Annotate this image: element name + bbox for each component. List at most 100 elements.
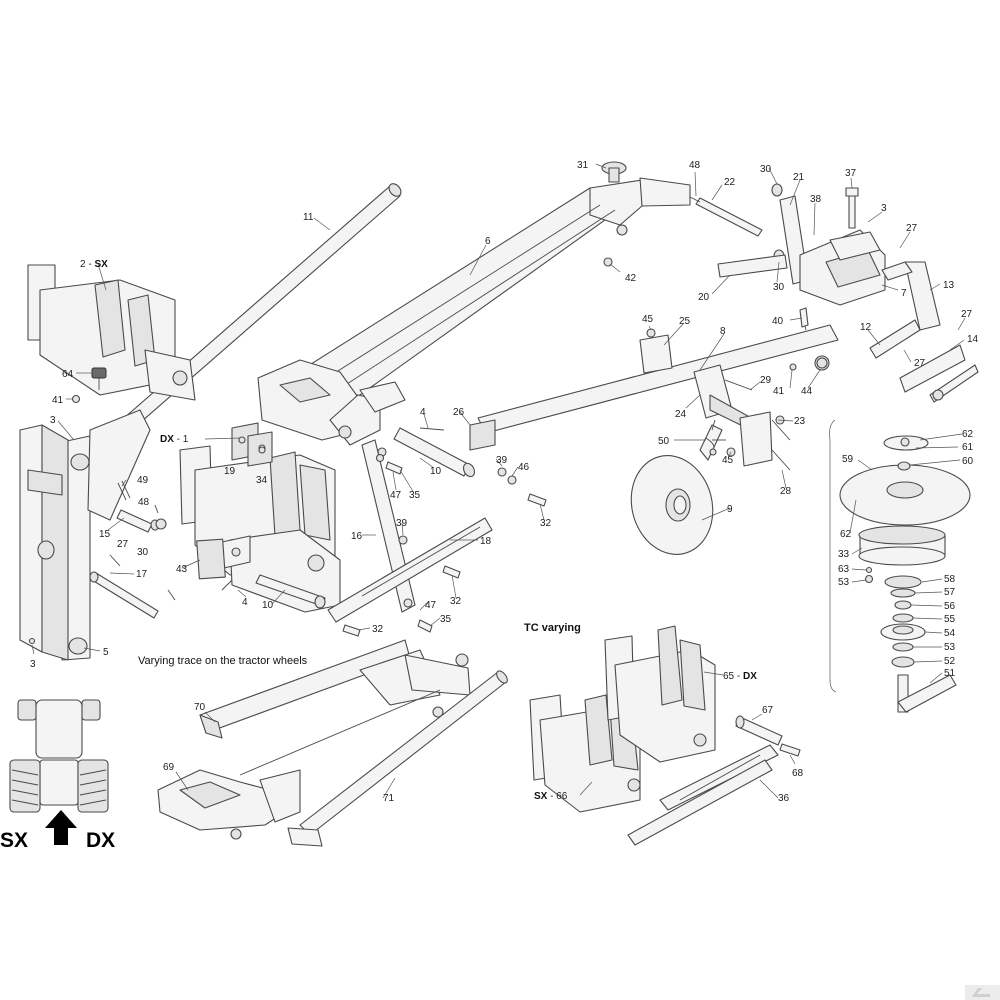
part-44-nut [816,357,828,369]
label-52: 52 [944,656,956,667]
part-8-crossbar [469,312,839,471]
caption-varying-trace: Varying trace on the tractor wheels [138,655,308,667]
label-6: 6 [485,236,491,247]
part-30-washer-upper [771,183,785,263]
tractor-wheels-diagram [9,699,109,845]
label-11: 11 [303,212,314,223]
part-33-drum [858,525,946,566]
label-5: 5 [103,647,109,658]
part-71-tube [287,670,508,847]
part-41-nut [71,394,81,404]
label-35: 35 [409,490,421,501]
label-26: 26 [453,407,465,418]
label-40: 40 [772,316,784,327]
label-7: 7 [901,288,907,299]
part-labels: 11 2 - SX 64 41 3 DX - 1 19 34 49 48 15 … [30,160,979,804]
label-59: 59 [842,454,854,465]
label-23: 23 [794,416,806,427]
label-54: 54 [944,628,956,639]
caption-tc-varying: TC varying [524,622,581,634]
label-46: 46 [518,462,530,473]
label-22: 22 [724,177,736,188]
part-40-pin [799,307,809,328]
label-28: 28 [780,486,792,497]
label-29: 29 [760,375,772,386]
label-20: 20 [698,292,710,303]
part-9-disc [630,419,726,555]
label-62: 62 [962,429,974,440]
part-36-bars [627,744,779,846]
part-14-link [899,344,979,403]
label-44: 44 [801,386,813,397]
label-63: 63 [838,564,850,575]
label-30: 30 [760,164,772,175]
label-32: 32 [450,596,462,607]
label-69: 69 [163,762,175,773]
hub-bracket-line [829,419,837,693]
label-50: 50 [658,436,670,447]
label-58: 58 [944,574,956,585]
part-37-bolt [845,187,859,229]
label-39: 39 [396,518,408,529]
part-hub-stack [864,566,957,713]
label-25: 25 [679,316,691,327]
label-16: 16 [351,531,363,542]
part-18-link [327,517,493,623]
label-27: 27 [117,539,129,550]
direction-left-label: SX [0,829,28,852]
label-2-sx: 2 - SX [80,259,108,270]
part-10-pin [393,427,476,478]
label-sx-66: SX - 66 [534,791,568,802]
label-12: 12 [860,322,872,333]
label-15: 15 [99,529,111,540]
part-68-bolt [779,743,801,757]
label-41: 41 [773,386,785,397]
label-18: 18 [480,536,492,547]
label-4: 4 [242,597,248,608]
label-31: 31 [577,160,589,171]
part-20-plate [717,254,788,278]
label-35: 35 [440,614,452,625]
label-57: 57 [944,587,956,598]
label-33: 33 [838,549,850,560]
label-49: 49 [137,475,149,486]
label-38: 38 [810,194,822,205]
label-43: 43 [176,564,188,575]
label-71: 71 [383,793,395,804]
label-8: 8 [720,326,726,337]
label-32: 32 [372,624,384,635]
label-27: 27 [914,358,926,369]
part-17-pin [89,554,176,619]
label-3: 3 [881,203,887,214]
label-24: 24 [675,409,687,420]
label-48: 48 [689,160,701,171]
part-30-washer [155,518,167,530]
label-17: 17 [136,569,148,580]
label-65-dx: 65 - DX [723,671,757,682]
label-27: 27 [906,223,918,234]
label-32: 32 [540,518,552,529]
label-45: 45 [722,455,734,466]
label-42: 42 [625,273,637,284]
label-19: 19 [224,466,236,477]
label-14: 14 [967,334,979,345]
part-67-pin [735,715,783,746]
label-39: 39 [496,455,508,466]
label-53: 53 [944,642,956,653]
label-47: 47 [425,600,437,611]
label-10: 10 [262,600,274,611]
part-66-sx-bracket [529,694,641,813]
part-59-disc [839,435,971,526]
part-7-bracket [799,229,886,306]
label-37: 37 [845,168,857,179]
label-56: 56 [944,601,956,612]
part-13-plate [881,261,941,331]
part-65-dx-bracket [604,625,716,763]
label-4: 4 [420,407,426,418]
part-5-upright-frame [19,409,151,661]
leader-lines [31,163,966,799]
label-68: 68 [792,768,804,779]
label-34: 34 [256,475,268,486]
label-51: 51 [944,668,956,679]
